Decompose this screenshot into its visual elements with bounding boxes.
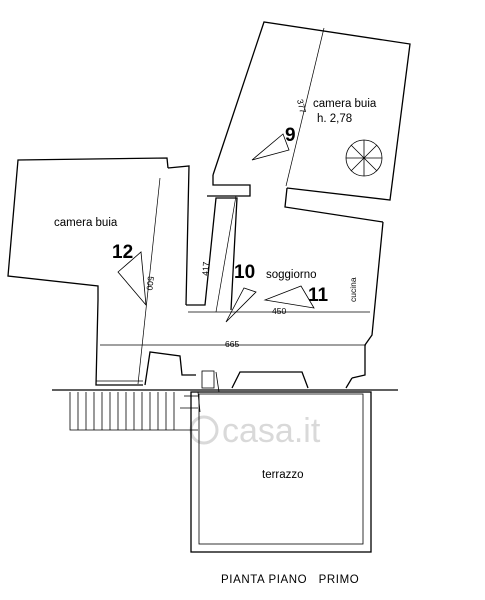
photo-cone-9-icon (251, 133, 290, 161)
photo-cone-12-icon (117, 251, 147, 307)
room-label-soggiorno: soggiorno (266, 269, 317, 281)
photo-number-9: 9 (285, 125, 296, 146)
room-label-camera-buia-top: camera buia (313, 98, 377, 110)
dimension-label-417: 417 (200, 261, 211, 276)
photo-number-10: 10 (234, 262, 255, 283)
facade-openings (201, 370, 353, 393)
photo-cone-11-icon (263, 285, 315, 309)
photo-number-11: 11 (308, 285, 329, 306)
external-staircase-icon (69, 392, 198, 431)
spiral-staircase-icon (345, 139, 383, 177)
watermark: casa.it (189, 412, 321, 450)
watermark-text: casa.it (222, 412, 321, 450)
room-label-terrazzo: terrazzo (262, 469, 304, 481)
room-height-note: h. 2,78 (317, 113, 352, 125)
room-label-camera-buia-left: camera buia (54, 217, 118, 229)
dimension-label-665: 665 (225, 339, 239, 349)
dimension-label-450: 450 (272, 306, 286, 316)
wall-upper-room (207, 21, 411, 223)
dimension-lines (96, 27, 370, 385)
dimension-label-500: 500 (145, 276, 156, 291)
wall-soggiorno (144, 221, 384, 386)
wall-corridor (186, 197, 238, 311)
photo-cone-10-icon (225, 287, 257, 323)
photo-markers (117, 133, 315, 323)
dimension-label-377: 377 (295, 98, 308, 114)
plan-title: PIANTA PIANO PRIMO (221, 574, 359, 586)
terrace-outline (190, 391, 372, 553)
wall-left-room (7, 157, 190, 386)
photo-number-12: 12 (112, 242, 133, 263)
room-label-cucina: cucina (348, 277, 358, 302)
